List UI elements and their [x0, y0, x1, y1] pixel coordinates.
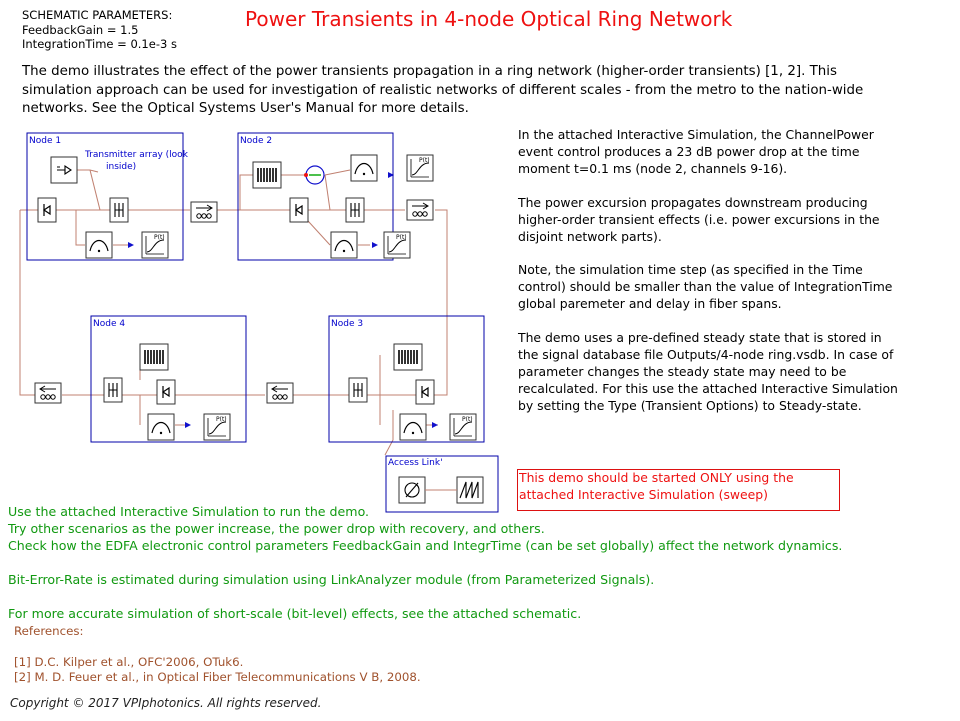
- transmitter-label-1: Transmitter array (look: [84, 150, 189, 160]
- ring-wires: [19, 169, 448, 456]
- node3-amp[interactable]: [415, 379, 435, 405]
- node2-power-plot[interactable]: [383, 231, 411, 259]
- usage-line-5: For more accurate simulation of short-sc…: [8, 606, 582, 621]
- node2-label: Node 2: [240, 136, 272, 146]
- reference-2: [2] M. D. Feuer et al., in Optical Fiber…: [14, 669, 421, 684]
- node4-power-plot[interactable]: [203, 413, 231, 441]
- fiber-span-1-2[interactable]: [190, 201, 218, 223]
- node2-spectrum-analyzer[interactable]: [330, 231, 358, 259]
- node4-spectrum-analyzer[interactable]: [147, 413, 175, 441]
- warning-box: [517, 469, 840, 511]
- node4-roadm[interactable]: [103, 377, 123, 403]
- node2-power-plot-top[interactable]: [406, 154, 434, 182]
- node3-label: Node 3: [331, 319, 363, 329]
- copyright-notice: Copyright © 2017 VPIphotonics. All right…: [10, 696, 322, 710]
- intro-text: The demo illustrates the effect of the p…: [22, 64, 864, 116]
- reference-1: [1] D.C. Kilper et al., OFC'2006, OTuk6.: [14, 654, 244, 669]
- node2-frame[interactable]: [237, 132, 394, 261]
- param-feedback-gain[interactable]: FeedbackGain = 1.5: [22, 22, 139, 37]
- node3-power-plot[interactable]: [449, 413, 477, 441]
- node1-spectrum-analyzer[interactable]: [85, 231, 113, 259]
- desc-paragraph-2: The power excursion propagates downstrea…: [518, 194, 880, 244]
- node1-label: Node 1: [29, 136, 61, 146]
- transmitter-label-2: inside): [106, 162, 136, 172]
- node2-roadm[interactable]: [345, 197, 365, 223]
- references: References: [1] D.C. Kilper et al., OFC'…: [14, 624, 421, 684]
- node2-spectrum-analyzer-top[interactable]: [350, 154, 378, 182]
- node2-power-event-control[interactable]: [304, 165, 325, 185]
- param-integration-time[interactable]: IntegrationTime = 0.1e-3 s: [22, 37, 177, 51]
- node2-amp[interactable]: [289, 197, 309, 223]
- node3-roadm[interactable]: [348, 377, 368, 403]
- usage-line-2: Try other scenarios as the power increas…: [8, 521, 545, 536]
- node1-amp-in[interactable]: [37, 197, 57, 223]
- desc-paragraph-3: Note, the simulation time step (as speci…: [518, 262, 893, 311]
- fiber-span-3-4[interactable]: [266, 382, 294, 404]
- node2-transmitter[interactable]: [252, 161, 282, 189]
- schematic-parameters: SCHEMATIC PARAMETERS: FeedbackGain = 1.5…: [22, 8, 177, 52]
- signal-arrows: [128, 172, 438, 428]
- usage-line-3: Check how the EDFA electronic control pa…: [8, 538, 843, 553]
- fiber-span-4-1[interactable]: [34, 382, 62, 404]
- access-link-analyzer[interactable]: [456, 476, 484, 504]
- params-heading: SCHEMATIC PARAMETERS:: [22, 8, 173, 22]
- access-link-frame[interactable]: [385, 455, 499, 513]
- node4-label: Node 4: [93, 319, 125, 329]
- references-heading: References:: [14, 624, 84, 638]
- node4-frame[interactable]: [90, 315, 247, 443]
- node2-fiber-out[interactable]: [406, 199, 434, 221]
- description-panel: In the attached Interactive Simulation, …: [518, 126, 898, 430]
- desc-paragraph-4: The demo uses a pre-defined steady state…: [518, 329, 898, 413]
- transmitter-array-module[interactable]: [50, 156, 78, 184]
- usage-line-4: Bit-Error-Rate is estimated during simul…: [8, 572, 655, 587]
- node1-power-plot[interactable]: [141, 231, 169, 259]
- desc-paragraph-1: In the attached Interactive Simulation, …: [518, 127, 874, 176]
- node1-roadm[interactable]: [109, 197, 129, 223]
- node4-transmitter[interactable]: [139, 343, 169, 371]
- usage-line-1: Use the attached Interactive Simulation …: [8, 504, 370, 519]
- usage-notes: Use the attached Interactive Simulation …: [8, 503, 948, 622]
- access-link-ber-module[interactable]: [398, 476, 426, 504]
- ring-schematic[interactable]: P(t): [0, 120, 500, 520]
- access-link-label: Access Link': [388, 458, 443, 468]
- warning-text: This demo should be started ONLY using t…: [519, 470, 794, 502]
- node4-amp[interactable]: [156, 379, 176, 405]
- node1-frame[interactable]: [26, 132, 184, 261]
- node3-spectrum-analyzer[interactable]: [399, 413, 427, 441]
- page-title: Power Transients in 4-node Optical Ring …: [245, 7, 733, 31]
- node3-transmitter[interactable]: [393, 343, 423, 371]
- node3-frame[interactable]: [328, 315, 485, 443]
